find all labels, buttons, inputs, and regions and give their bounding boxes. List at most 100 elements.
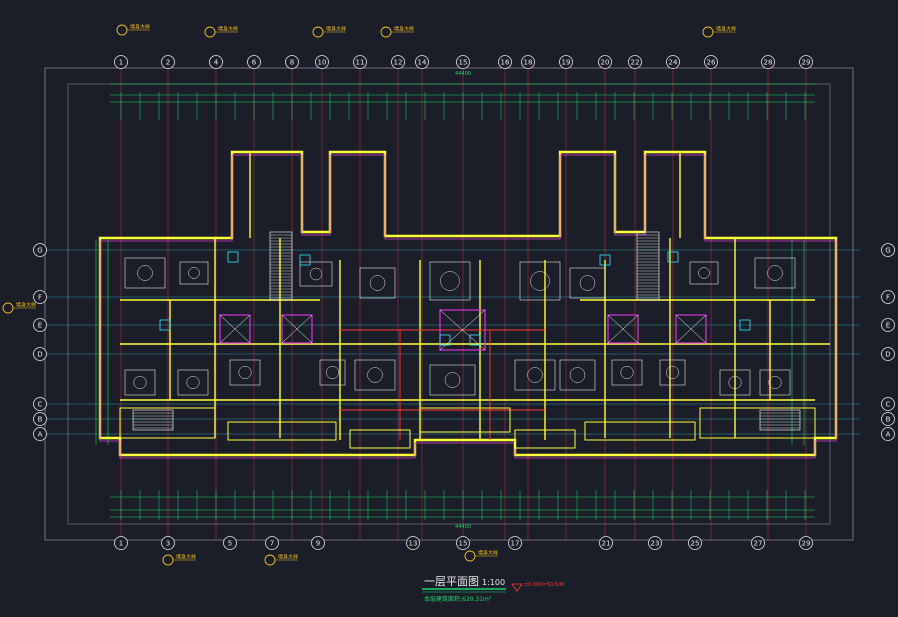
furniture-12 (429, 364, 476, 396)
axis-bubble-circle (508, 536, 522, 550)
axis-bubble-circle (33, 318, 47, 332)
furniture-frame (299, 261, 333, 287)
axis-bottom-9: 9 (311, 536, 325, 550)
furniture-frame (359, 267, 396, 299)
wall-detail-callout-3: 墙身大样 (380, 26, 414, 38)
plan-scale: 1:100 (482, 578, 505, 587)
axis-top-11: 11 (353, 55, 367, 69)
furniture-frame (177, 369, 209, 396)
axis-bubble-circle (881, 427, 895, 441)
balcony-6 (699, 407, 816, 439)
furniture-frame (429, 364, 476, 396)
axis-bubble-label: 15 (459, 59, 468, 67)
wall-detail-callout-6: 墙身大样 (162, 554, 196, 566)
furniture-frame (124, 257, 166, 289)
shaft-frame (439, 309, 486, 351)
furniture-1 (179, 261, 209, 285)
callout-text: 墙身大样 (16, 302, 36, 309)
axis-bubble-circle (33, 427, 47, 441)
callout-circle (116, 24, 128, 36)
axis-bubble-circle (33, 397, 47, 411)
furniture-table (530, 271, 550, 291)
axis-bubble-circle (406, 536, 420, 550)
axis-left-D: D (33, 347, 47, 361)
axis-bubble-label: 20 (601, 59, 610, 67)
furniture-table (444, 372, 461, 388)
axis-bubble-label: D (37, 351, 42, 359)
shaft-diag (439, 309, 486, 351)
axis-bubble-label: 10 (318, 59, 327, 67)
sanitary-fixture-4 (159, 319, 171, 331)
axis-bubble-circle (881, 290, 895, 304)
elevation-triangle-icon (511, 583, 523, 592)
axis-right-A: A (881, 427, 895, 441)
axis-bubble-label: D (885, 351, 890, 359)
axis-bubble-circle (628, 55, 642, 69)
furniture-frame (719, 369, 751, 396)
axis-bubble-label: 8 (290, 59, 294, 67)
axis-bubble-label: 29 (802, 540, 811, 548)
furniture-2 (299, 261, 333, 287)
bottom-total-dimension: 44400 (455, 524, 471, 530)
stair-frame (269, 231, 293, 301)
axis-bubble-circle (33, 290, 47, 304)
axis-bubble-circle (559, 55, 573, 69)
axis-top-26: 26 (704, 55, 718, 69)
axis-bubble-circle (881, 347, 895, 361)
axis-top-18: 18 (521, 55, 535, 69)
furniture-frame (569, 267, 606, 299)
axis-left-G: G (33, 243, 47, 257)
balcony-0 (119, 407, 216, 439)
axis-bubble-circle (881, 397, 895, 411)
balcony-4 (514, 429, 576, 449)
sanitary-fixture-3 (667, 251, 679, 263)
furniture-table (326, 366, 339, 379)
axis-bubble-label: E (886, 322, 890, 330)
shaft-frame (281, 314, 313, 344)
shaft-frame (607, 314, 639, 344)
axis-bubble-circle (391, 55, 405, 69)
furniture-table (188, 267, 200, 279)
axis-bottom-29: 29 (799, 536, 813, 550)
axis-bubble-circle (666, 55, 680, 69)
axis-right-B: B (881, 412, 895, 426)
axis-right-D: D (881, 347, 895, 361)
furniture-table (768, 376, 782, 389)
axis-right-G: G (881, 243, 895, 257)
stair-0 (269, 231, 293, 301)
axis-left-C: C (33, 397, 47, 411)
furniture-table (569, 367, 586, 383)
axis-bubble-circle (521, 55, 535, 69)
callout-circle (264, 554, 276, 566)
axis-bubble-label: B (38, 416, 43, 424)
axis-bubble-circle (209, 55, 223, 69)
furniture-frame (229, 359, 261, 386)
axis-bottom-15: 15 (456, 536, 470, 550)
furniture-8 (754, 257, 796, 289)
axis-grid-lines (40, 68, 860, 540)
axis-top-6: 6 (247, 55, 261, 69)
furniture-19 (611, 359, 643, 386)
callout-text: 墙身大样 (326, 26, 346, 33)
furniture-frame (519, 261, 561, 301)
furniture-9 (124, 369, 156, 396)
wall-detail-callout-7: 墙身大样 (264, 554, 298, 566)
top-total-dimension: 44400 (455, 71, 471, 77)
axis-bottom-23: 23 (648, 536, 662, 550)
axis-top-1: 1 (114, 55, 128, 69)
furniture-table (186, 376, 200, 389)
axis-bottom-17: 17 (508, 536, 522, 550)
axis-bubble-label: 24 (669, 59, 678, 67)
axis-bubble-circle (33, 347, 47, 361)
room-fixtures (124, 251, 796, 396)
axis-bubble-label: 23 (651, 540, 660, 548)
callout-text: 墙身大样 (716, 26, 736, 33)
axis-bubble-circle (315, 55, 329, 69)
axis-top-10: 10 (315, 55, 329, 69)
axis-bottom-21: 21 (599, 536, 613, 550)
furniture-frame (611, 359, 643, 386)
axis-bubble-circle (33, 243, 47, 257)
axis-bubble-label: 4 (214, 59, 219, 67)
axis-bubble-label: 21 (602, 540, 611, 548)
